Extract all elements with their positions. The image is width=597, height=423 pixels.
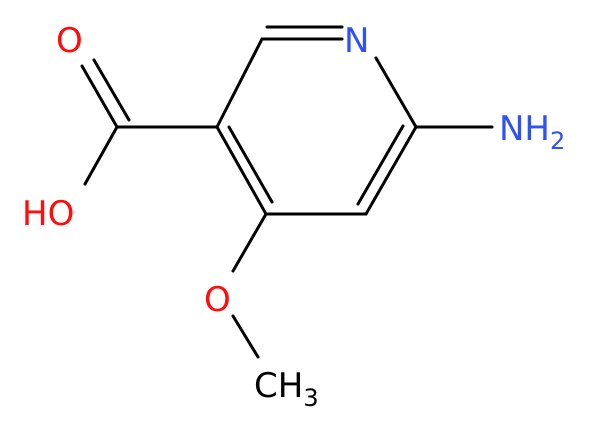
methoxy-group: O CH3 xyxy=(204,212,319,412)
amino-label: NH2 xyxy=(499,109,565,155)
pyridine-ring xyxy=(215,25,418,216)
bond-c2-c3-double xyxy=(356,124,405,206)
bond-c4-ether-oxygen xyxy=(231,212,268,273)
ring-nitrogen-label: N xyxy=(344,21,369,61)
bond-ether-oxygen-methyl xyxy=(231,314,260,359)
bond-hydroxyl xyxy=(83,125,119,186)
methyl-label: CH3 xyxy=(254,366,319,412)
carboxylic-acid-group: O HO xyxy=(22,21,219,234)
bond-c4-c5-double xyxy=(227,125,274,204)
ether-oxygen-label: O xyxy=(204,280,231,320)
hydroxyl-label: HO xyxy=(22,194,74,234)
bond-n1-c2 xyxy=(374,56,418,129)
bond-c4-c5 xyxy=(215,125,268,216)
bond-carbonyl xyxy=(80,64,119,129)
bond-c2-c3 xyxy=(364,125,418,216)
bond-c5-c6 xyxy=(215,37,264,129)
amino-group: NH2 xyxy=(414,109,565,155)
carbonyl-oxygen-label: O xyxy=(56,21,83,61)
bond-carbonyl-double xyxy=(92,58,131,122)
